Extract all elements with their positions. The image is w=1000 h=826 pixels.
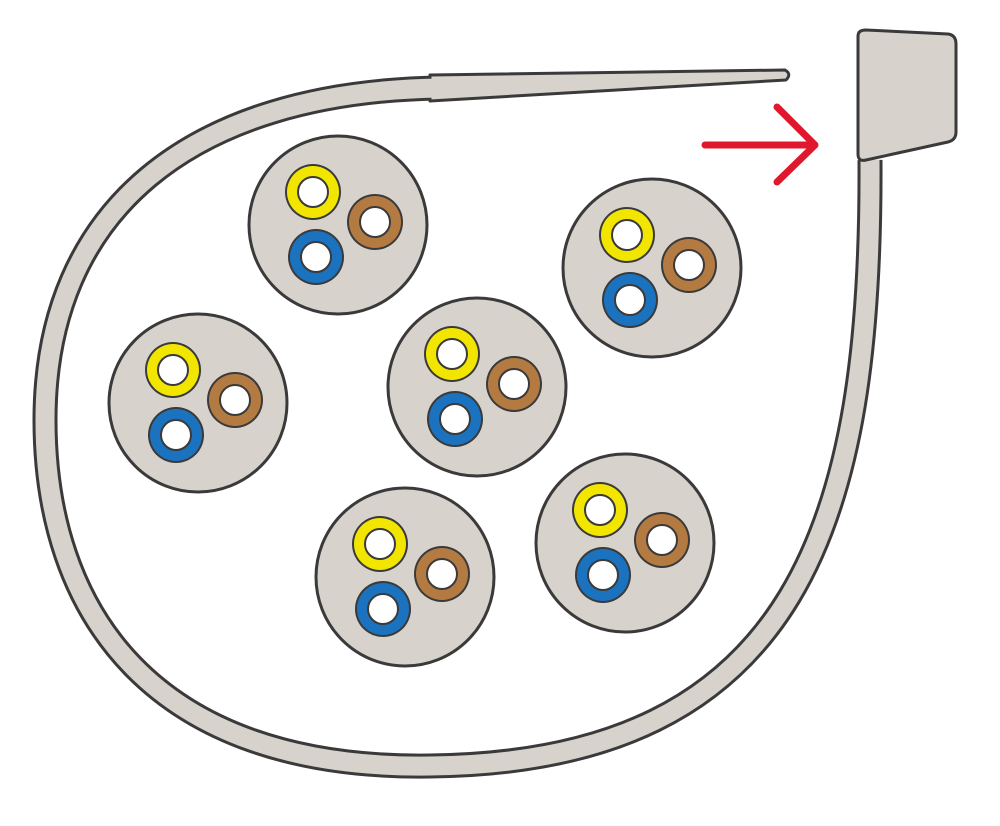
tie-strap-tail — [428, 68, 791, 103]
wire-blue-conductor — [300, 241, 332, 273]
cable — [534, 452, 716, 634]
wire-brown-conductor — [426, 558, 458, 590]
wire-brown-conductor — [646, 524, 678, 556]
tie-head — [856, 28, 958, 162]
wire-blue-conductor — [367, 593, 399, 625]
cable — [247, 134, 429, 316]
wire-blue-conductor — [160, 419, 192, 451]
wire-blue-conductor — [439, 403, 471, 435]
wire-blue-conductor — [587, 559, 619, 591]
cable — [561, 177, 743, 359]
cable — [107, 312, 289, 494]
wire-yellow-conductor — [157, 354, 189, 386]
wire-yellow-conductor — [584, 494, 616, 526]
cable — [386, 296, 568, 478]
cable — [314, 486, 496, 668]
tie-strap — [35, 78, 880, 776]
cable-bundle — [107, 134, 743, 668]
wire-brown-conductor — [219, 384, 251, 416]
wire-brown-conductor — [359, 206, 391, 238]
wire-yellow-conductor — [297, 176, 329, 208]
wire-brown-conductor — [673, 249, 705, 281]
wire-yellow-conductor — [611, 219, 643, 251]
wire-brown-conductor — [498, 368, 530, 400]
cable-tie — [32, 28, 958, 779]
wire-yellow-conductor — [364, 528, 396, 560]
wire-yellow-conductor — [436, 338, 468, 370]
tighten-arrow-icon — [701, 103, 819, 186]
wire-blue-conductor — [614, 284, 646, 316]
